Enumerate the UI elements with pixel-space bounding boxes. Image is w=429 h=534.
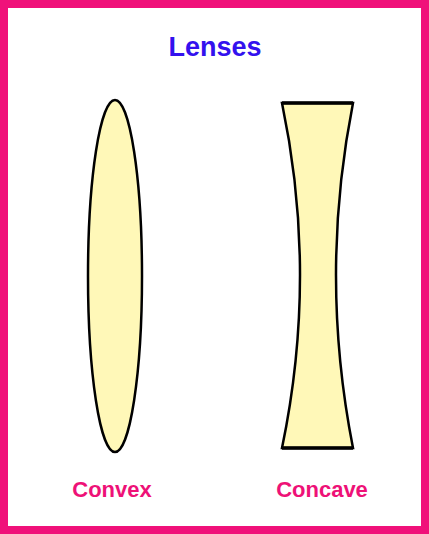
concave-lens bbox=[282, 103, 353, 448]
title: Lenses bbox=[168, 33, 261, 63]
convex-lens bbox=[88, 100, 142, 452]
concave-top-edge bbox=[282, 101, 353, 105]
concave-bottom-edge bbox=[282, 446, 353, 450]
lens-label: Concave bbox=[276, 478, 368, 502]
frame bbox=[4, 4, 425, 530]
lens-label: Convex bbox=[72, 478, 151, 502]
